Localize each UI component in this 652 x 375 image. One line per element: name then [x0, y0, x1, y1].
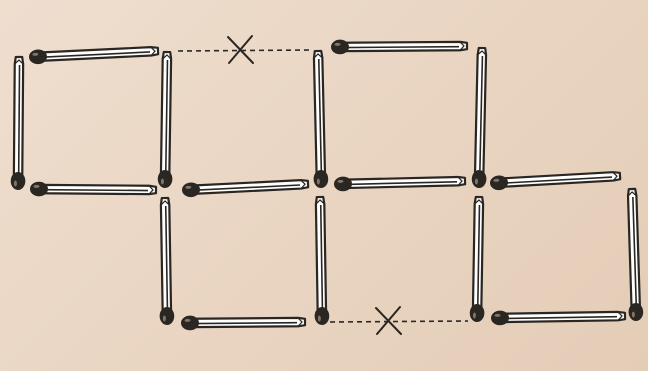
match-mid-row-4	[490, 169, 620, 190]
match-head	[158, 170, 172, 187]
match-shading	[344, 47, 459, 48]
match-head	[30, 182, 47, 196]
match-head	[160, 307, 174, 324]
match-group	[11, 39, 643, 330]
match-left-outer	[11, 57, 26, 190]
match-head	[334, 177, 351, 191]
match-head	[472, 170, 486, 187]
match-head	[315, 307, 329, 324]
match-head	[182, 183, 200, 197]
match-middle-right	[472, 48, 489, 188]
match-top-right	[331, 39, 467, 54]
match-shading	[194, 323, 297, 324]
match-lower-3	[470, 197, 486, 322]
match-head	[29, 50, 47, 64]
match-head	[11, 172, 25, 189]
removed-match-bottom	[330, 307, 468, 334]
match-mid-row-3	[334, 174, 465, 191]
x-mark	[376, 307, 401, 334]
match-mid-row-1	[30, 182, 156, 197]
match-head	[490, 176, 508, 191]
match-top-left	[29, 44, 158, 64]
match-shading	[43, 190, 148, 191]
match-head	[629, 303, 643, 320]
match-head	[314, 170, 328, 187]
match-lower-2	[313, 197, 329, 325]
removed-match-top	[178, 36, 310, 63]
match-mid-row-2	[182, 177, 308, 197]
dashed-line	[330, 321, 468, 322]
match-head	[491, 311, 508, 325]
x-mark	[228, 36, 253, 63]
match-head	[470, 304, 484, 321]
match-head	[331, 40, 348, 54]
match-head	[181, 316, 198, 330]
match-bottom-right	[491, 309, 625, 325]
match-lower-4	[625, 189, 643, 321]
match-left-inner	[158, 52, 174, 188]
match-bottom-left	[181, 315, 305, 330]
dashed-line	[178, 50, 310, 51]
match-middle-left	[311, 51, 328, 188]
match-lower-1	[158, 198, 174, 325]
match-shading	[19, 65, 20, 177]
